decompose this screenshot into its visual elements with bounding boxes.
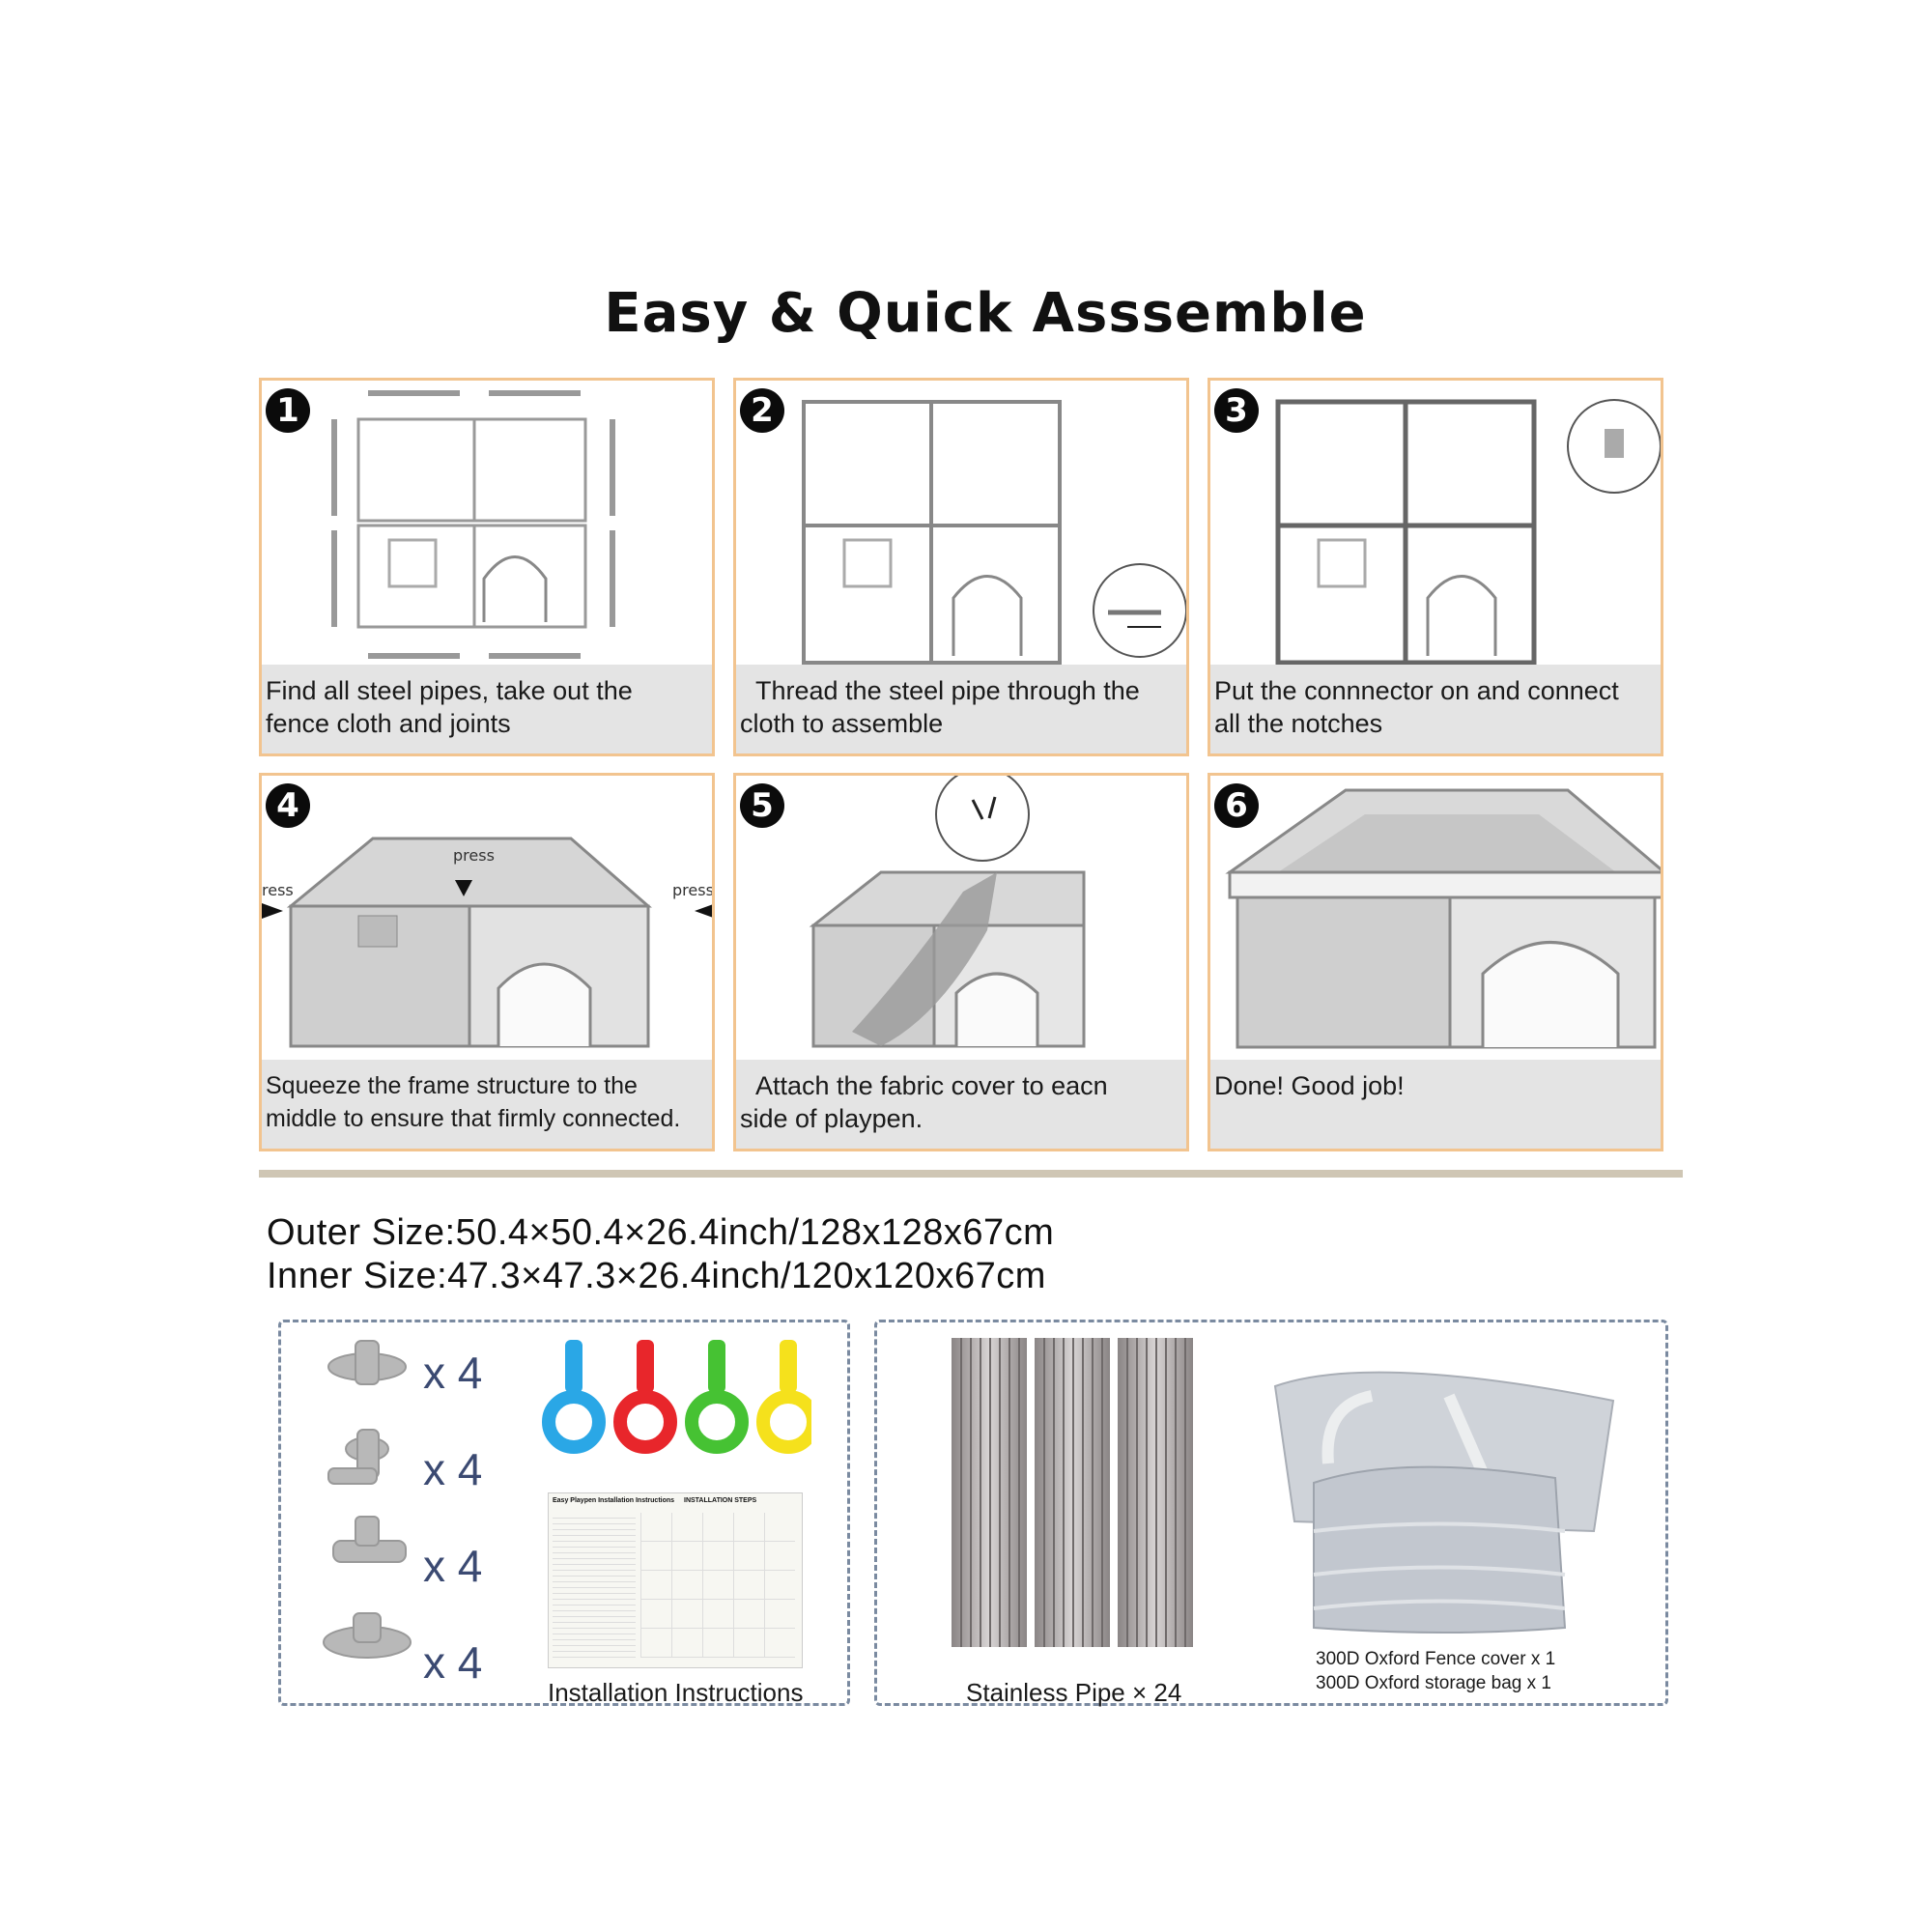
step-5-illustration [809, 776, 1086, 1048]
step-4-card: press ress press 4 Squeeze the frame str… [259, 773, 715, 1151]
step-4-caption-line-2: middle to ensure that firmly connected. [266, 1105, 681, 1132]
step-1-caption: Find all steel pipes, take out the fence… [262, 665, 712, 753]
step-1-number: 1 [266, 388, 310, 433]
sheet-title-right: INSTALLATION STEPS [684, 1497, 757, 1504]
press-label-right: press [672, 881, 714, 899]
step-2-caption: Thread the steel pipe through the cloth … [736, 665, 1186, 753]
materials-box [874, 1320, 1668, 1706]
fabric-and-bag-illustration [1273, 1371, 1615, 1634]
step-1-illustration [331, 390, 615, 659]
step-3-number: 3 [1214, 388, 1259, 433]
step-2-caption-line-2: cloth to assemble [740, 709, 944, 738]
connector-qty-3: x 4 [423, 1541, 483, 1591]
press-label-center: press [453, 846, 495, 865]
sheet-title-left: Easy Playpen Installation Instructions [553, 1497, 675, 1504]
step-4-number: 4 [266, 783, 310, 828]
pipe-label: Stainless Pipe × 24 [966, 1678, 1182, 1707]
connector-qty-2: x 4 [423, 1444, 483, 1494]
step-4-caption-line-1: Squeeze the frame structure to the [266, 1072, 638, 1099]
arrow-right-icon [262, 903, 283, 919]
fence-cover-icon [1313, 1465, 1567, 1634]
step-3-caption: Put the connnector on and connect all th… [1210, 665, 1661, 753]
section-divider [259, 1170, 1683, 1178]
step-3-caption-line-2: all the notches [1214, 709, 1383, 738]
inner-size-text: Inner Size:47.3×47.3×26.4inch/120x120x67… [267, 1256, 1046, 1296]
pull-rings-illustration [542, 1340, 811, 1454]
instructions-label: Installation Instructions [548, 1678, 804, 1707]
step-1-caption-line-2: fence cloth and joints [266, 709, 511, 738]
step-5-caption: Attach the fabric cover to eacn side of … [736, 1060, 1186, 1149]
arrow-down-icon [455, 880, 472, 896]
step-5-caption-line-1: Attach the fabric cover to eacn [755, 1071, 1108, 1100]
step-4-caption: Squeeze the frame structure to the middl… [262, 1060, 712, 1149]
pull-ring-red-icon [613, 1340, 677, 1454]
connector-qty-4: x 4 [423, 1637, 483, 1688]
instruction-sheet-thumbnail: Easy Playpen Installation Instructions I… [548, 1492, 803, 1668]
outer-size-text: Outer Size:50.4×50.4×26.4inch/128x128x67… [267, 1212, 1055, 1253]
step-6-caption: Done! Good job! [1210, 1060, 1661, 1149]
fence-cover-label: 300D Oxford Fence cover x 1 [1316, 1649, 1556, 1669]
step-2-card: 2 Thread the steel pipe through the clot… [733, 378, 1189, 756]
step-5-number: 5 [740, 783, 784, 828]
press-label-left: ress [262, 881, 294, 899]
pull-ring-blue-icon [542, 1340, 606, 1454]
step-3-illustration [1275, 399, 1661, 666]
step-4-illustration: press ress press [262, 837, 714, 1048]
step-2-caption-line-1: Thread the steel pipe through the [755, 676, 1140, 705]
step-1-caption-line-1: Find all steel pipes, take out the [266, 676, 633, 705]
page-title: Easy & Quick Asssemble [604, 282, 1367, 345]
pull-ring-yellow-icon [756, 1340, 811, 1454]
pipes-illustration [952, 1338, 1193, 1647]
step-3-card: 3 Put the connnector on and connect all … [1208, 378, 1663, 756]
arrow-left-icon [695, 904, 712, 918]
step-6-illustration [1225, 788, 1661, 1049]
connector-qty-1: x 4 [423, 1348, 483, 1398]
step-6-caption-line-1: Done! Good job! [1214, 1071, 1405, 1100]
accessories-box [278, 1320, 850, 1706]
storage-bag-label: 300D Oxford storage bag x 1 [1316, 1673, 1551, 1693]
step-6-number: 6 [1214, 783, 1259, 828]
step-6-card: 6 Done! Good job! [1208, 773, 1663, 1151]
step-5-caption-line-2: side of playpen. [740, 1104, 923, 1133]
connectors-illustration [323, 1340, 412, 1659]
step-3-caption-line-1: Put the connnector on and connect [1214, 676, 1619, 705]
step-2-number: 2 [740, 388, 784, 433]
step-5-card: 5 Attach the fabric cover to eacn side o… [733, 773, 1189, 1151]
step-1-card: 1 Find all steel pipes, take out the fen… [259, 378, 715, 756]
pull-ring-green-icon [685, 1340, 749, 1454]
step-2-illustration [802, 400, 1186, 665]
